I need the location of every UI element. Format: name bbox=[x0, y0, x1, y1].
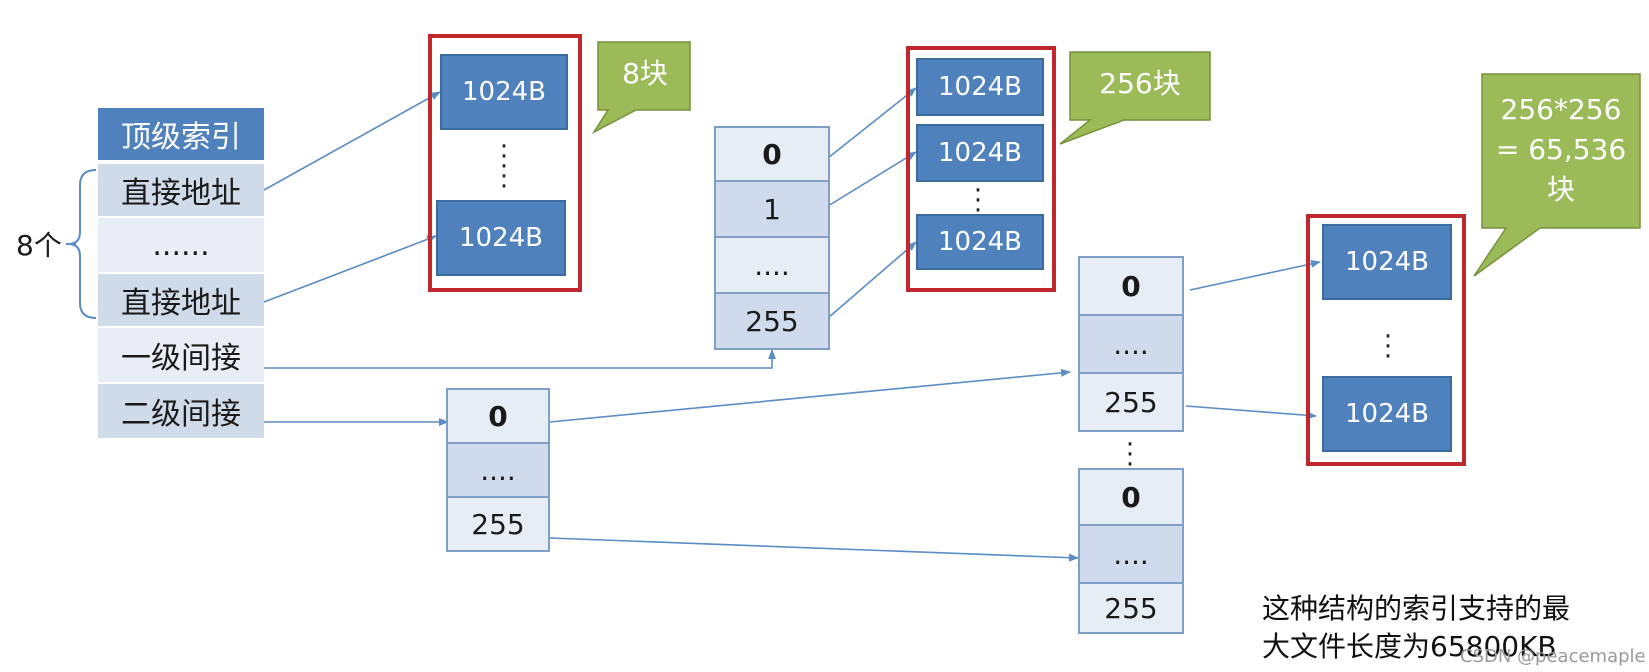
callout-256-shape bbox=[1059, 51, 1211, 145]
single-block-3: 1024B bbox=[916, 214, 1044, 270]
callout-8-blocks: 8块 bbox=[622, 57, 668, 90]
double-l2a-row-255: 255 bbox=[1078, 372, 1184, 432]
note-line-1: 这种结构的索引支持的最 bbox=[1262, 592, 1571, 625]
arrow-l2-255 bbox=[1185, 405, 1317, 420]
direct-blocks-frame bbox=[428, 34, 582, 292]
double-l1-row-0: 0 bbox=[446, 388, 550, 444]
callout-65536-line2: = 65,536 bbox=[1495, 133, 1627, 166]
inode-group-label: 8个 bbox=[16, 229, 62, 262]
callout-65536-line3: 块 bbox=[1546, 173, 1575, 206]
watermark: CSDN @peacemaple bbox=[1460, 646, 1646, 667]
direct-block-bottom: 1024B bbox=[436, 200, 566, 276]
double-l2b-row-0: 0 bbox=[1078, 468, 1184, 526]
arrow-l2-0 bbox=[1189, 259, 1321, 291]
inode-double-indirect: 二级间接 bbox=[98, 384, 264, 438]
inode-title: 顶级索引 bbox=[98, 108, 264, 160]
double-block-top: 1024B bbox=[1322, 224, 1452, 300]
single-table-row-ellipsis: .... bbox=[714, 236, 830, 294]
arrow-single-255 bbox=[827, 241, 917, 319]
inode-ellipsis: ...... bbox=[98, 218, 264, 272]
single-table-row-0: 0 bbox=[714, 126, 830, 182]
single-block-1: 1024B bbox=[916, 58, 1044, 116]
note-line-2: 大文件长度为65800KB bbox=[1262, 630, 1557, 663]
single-block-2: 1024B bbox=[916, 124, 1044, 182]
arrow-direct-2 bbox=[263, 235, 437, 303]
double-blocks-frame bbox=[1306, 214, 1466, 466]
double-l2-vdots: ··· bbox=[1125, 430, 1135, 480]
double-l2a-row-0: 0 bbox=[1078, 256, 1184, 316]
single-blocks-vdots: ··· bbox=[973, 176, 983, 226]
double-block-bottom: 1024B bbox=[1322, 376, 1452, 452]
double-l2b-row-ellipsis: .... bbox=[1078, 524, 1184, 584]
inode-single-indirect: 一级间接 bbox=[98, 328, 264, 382]
double-blocks-vdots: ··· bbox=[1383, 322, 1393, 372]
double-l1-row-255: 255 bbox=[446, 496, 550, 552]
direct-blocks-vdots: ····· bbox=[499, 132, 509, 202]
arrow-single-indirect bbox=[264, 349, 776, 369]
callout-8-shape bbox=[591, 41, 691, 134]
arrow-single-0 bbox=[827, 87, 917, 159]
arrow-single-1 bbox=[827, 151, 917, 207]
callout-256-blocks: 256块 bbox=[1099, 67, 1181, 100]
callout-65536-shape bbox=[1473, 73, 1641, 277]
double-l1-row-ellipsis: .... bbox=[446, 442, 550, 498]
double-l2a-row-ellipsis: .... bbox=[1078, 314, 1184, 374]
single-table-row-255: 255 bbox=[714, 292, 830, 350]
inode-direct-address-2: 直接地址 bbox=[98, 274, 264, 326]
double-l2b-row-255: 255 bbox=[1078, 582, 1184, 634]
arrow-double-0 bbox=[549, 368, 1071, 423]
inode-direct-address-1: 直接地址 bbox=[98, 164, 264, 216]
arrow-double-255 bbox=[549, 537, 1079, 562]
single-blocks-frame bbox=[906, 46, 1056, 292]
callout-65536-line1: 256*256 bbox=[1500, 93, 1622, 126]
arrow-direct-1 bbox=[263, 91, 441, 191]
direct-block-top: 1024B bbox=[440, 54, 568, 130]
single-table-row-1: 1 bbox=[714, 180, 830, 238]
